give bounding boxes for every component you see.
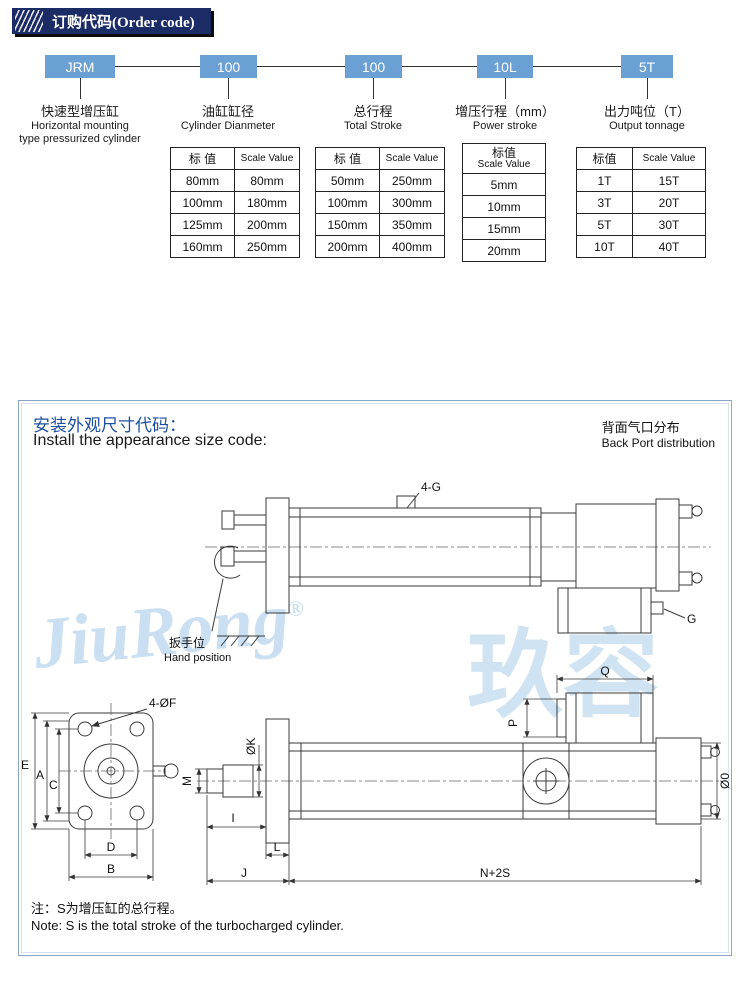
table-row: 10mm	[462, 195, 546, 218]
table-row: 15mm	[462, 217, 546, 240]
end-cap	[655, 498, 680, 592]
code-drop-line	[80, 78, 81, 99]
label-hand-en: Hand position	[164, 652, 231, 664]
dim-label-p: P	[506, 719, 520, 727]
back-port-label: 背面气口分布 Back Port distribution	[602, 417, 715, 450]
power-stroke-table: 标值 Scale Value 5mm 10mm 15mm 20mm	[462, 143, 546, 262]
dim-label-q: Q	[600, 664, 609, 678]
code-drop-line	[228, 78, 229, 99]
dimension-drawings: 4-G G 扳手位 Hand position	[21, 480, 731, 885]
dim-label-d: D	[107, 840, 116, 854]
order-code-title: 订购代码(Order code)	[52, 14, 195, 31]
code-drop-line	[505, 78, 506, 99]
code-box-power-stroke: 10L	[477, 55, 533, 78]
booster-cylinder	[557, 587, 652, 634]
front-view-drawing	[59, 703, 179, 839]
label-hand-cn: 扳手位	[169, 635, 205, 650]
dim-label-m: M	[180, 776, 194, 786]
footnote: 注：S为增压缸的总行程。 Note: S is the total stroke…	[31, 901, 344, 935]
table-header-row: 标 值 Scale Value	[170, 147, 300, 170]
footnote-en: Note: S is the total stroke of the turbo…	[31, 917, 344, 933]
side-view-dimensions	[195, 675, 721, 885]
dim-label-b: B	[107, 862, 115, 876]
code-drop-line	[373, 78, 374, 99]
group-label-cn: 总行程	[353, 104, 393, 119]
group-label-en: Cylinder Dianmeter	[180, 120, 276, 132]
dim-label-l: L	[274, 840, 281, 854]
table-header-row: 标值 Scale Value	[576, 147, 706, 170]
table-header-row: 标值 Scale Value	[462, 143, 546, 174]
booster-port	[650, 601, 664, 615]
group-label-cn: 快速型增压缸	[40, 104, 119, 119]
side-view-drawing	[197, 692, 721, 844]
group-label-en: Output tonnage	[609, 120, 685, 132]
dim-label-c: C	[49, 778, 58, 792]
code-group-tonnage: 出力吨位（T） Output tonnage	[567, 101, 727, 133]
dim-label-i: I	[231, 811, 234, 825]
code-group-stroke: 总行程 Total Stroke	[293, 101, 453, 133]
dim-label-n2s: N+2S	[480, 866, 510, 880]
back-port-cn: 背面气口分布	[601, 420, 680, 435]
group-label-cn: 油缸缸径	[201, 104, 254, 119]
header-stripe-decoration-icon	[15, 10, 43, 32]
hand-knob	[163, 763, 179, 779]
install-section: 安装外观尺寸代码： Install the appearance size co…	[18, 400, 732, 956]
piston-rod	[222, 764, 254, 798]
front-flange	[265, 497, 290, 614]
label-4g: 4-G	[421, 480, 441, 494]
group-label-en: Horizontal mounting	[31, 120, 129, 132]
back-view-drawing	[205, 492, 711, 647]
code-box-stroke: 100	[345, 55, 402, 78]
code-group-bore: 油缸缸径 Cylinder Dianmeter	[148, 101, 308, 133]
table-row: 20mm	[462, 239, 546, 262]
group-label-cn: 出力吨位（T）	[604, 104, 690, 119]
dim-label-ok: ØK	[244, 738, 258, 755]
table-header-row: 标 值 Scale Value	[315, 147, 445, 170]
install-title-cn: 安装外观尺寸代码：	[33, 416, 186, 435]
install-title-en: Install the appearance size code:	[33, 432, 267, 449]
air-port	[396, 495, 416, 509]
group-label-en: type pressurized cylinder	[19, 133, 141, 146]
booster-cylinder	[565, 692, 654, 744]
order-code-header: 订购代码(Order code)	[12, 8, 211, 34]
group-label-cn: 增压行程（mm）	[455, 104, 555, 119]
wrench-icon	[211, 545, 241, 632]
end-cap	[655, 737, 702, 825]
dim-label-o0: Ø0	[718, 773, 731, 789]
table-row: 5mm	[462, 173, 546, 196]
group-label-en: Total Stroke	[343, 120, 403, 132]
group-label-en: Power stroke	[472, 120, 538, 132]
label-g: G	[687, 612, 696, 626]
dim-label-e: E	[21, 758, 29, 772]
front-view-dimensions	[31, 712, 154, 881]
dim-label-a: A	[36, 768, 44, 782]
code-drop-line	[647, 78, 648, 99]
code-box-tonnage: 5T	[621, 55, 673, 78]
code-group-model: 快速型增压缸 Horizontal mounting type pressuri…	[0, 101, 160, 146]
dim-label-j: J	[241, 866, 247, 880]
code-group-power-stroke: 增压行程（mm） Power stroke	[425, 101, 585, 133]
coupling-detail	[522, 757, 570, 805]
label-4of: 4-ØF	[149, 696, 176, 710]
code-box-bore: 100	[200, 55, 257, 78]
code-box-model: JRM	[45, 55, 115, 78]
watermark-chinese: 玖容	[467, 622, 659, 729]
footnote-cn: 注：S为增压缸的总行程。	[31, 901, 183, 916]
back-port-en: Back Port distribution	[601, 436, 715, 450]
